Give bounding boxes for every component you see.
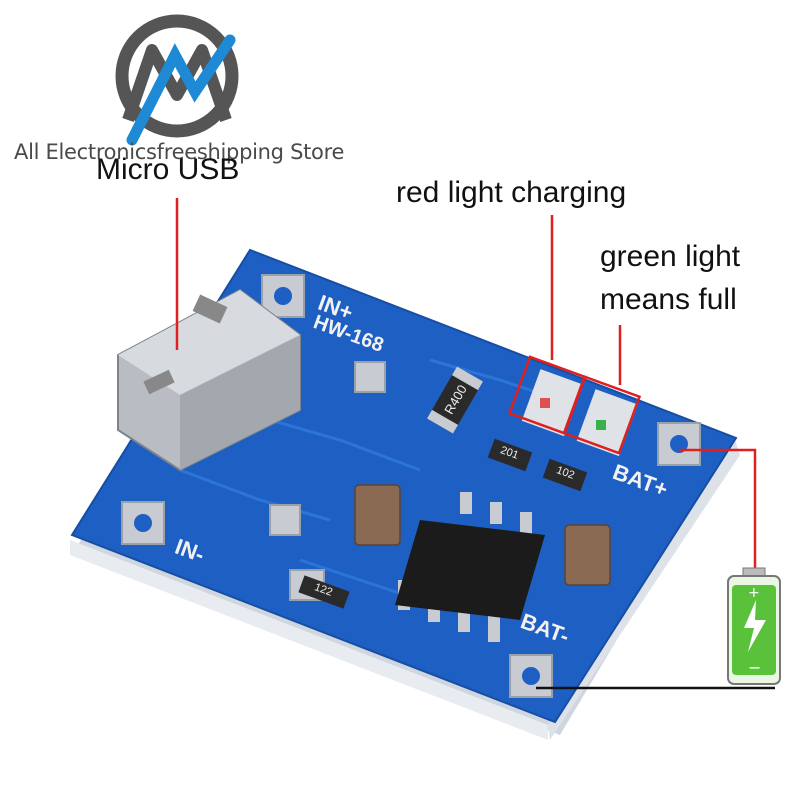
micro-usb-label: Micro USB	[96, 153, 240, 186]
pad-bat-minus	[509, 654, 553, 698]
charging-bolt-icon	[744, 600, 766, 652]
charger-ic	[395, 492, 545, 642]
micro-usb-connector	[117, 288, 301, 472]
green-light-label-line2: means full	[600, 283, 737, 316]
led-red	[521, 369, 583, 437]
capacitor-right	[564, 524, 611, 586]
svg-text:+: +	[748, 585, 760, 601]
led-green	[576, 389, 638, 457]
resistor-r400	[427, 366, 483, 434]
svg-text:−: −	[748, 658, 761, 677]
green-light-label-line1: green light	[600, 240, 741, 273]
capacitor-left	[354, 484, 401, 546]
store-name: All Electronicsfreeshipping Store	[14, 140, 345, 164]
red-light-label: red light charging	[396, 176, 627, 209]
